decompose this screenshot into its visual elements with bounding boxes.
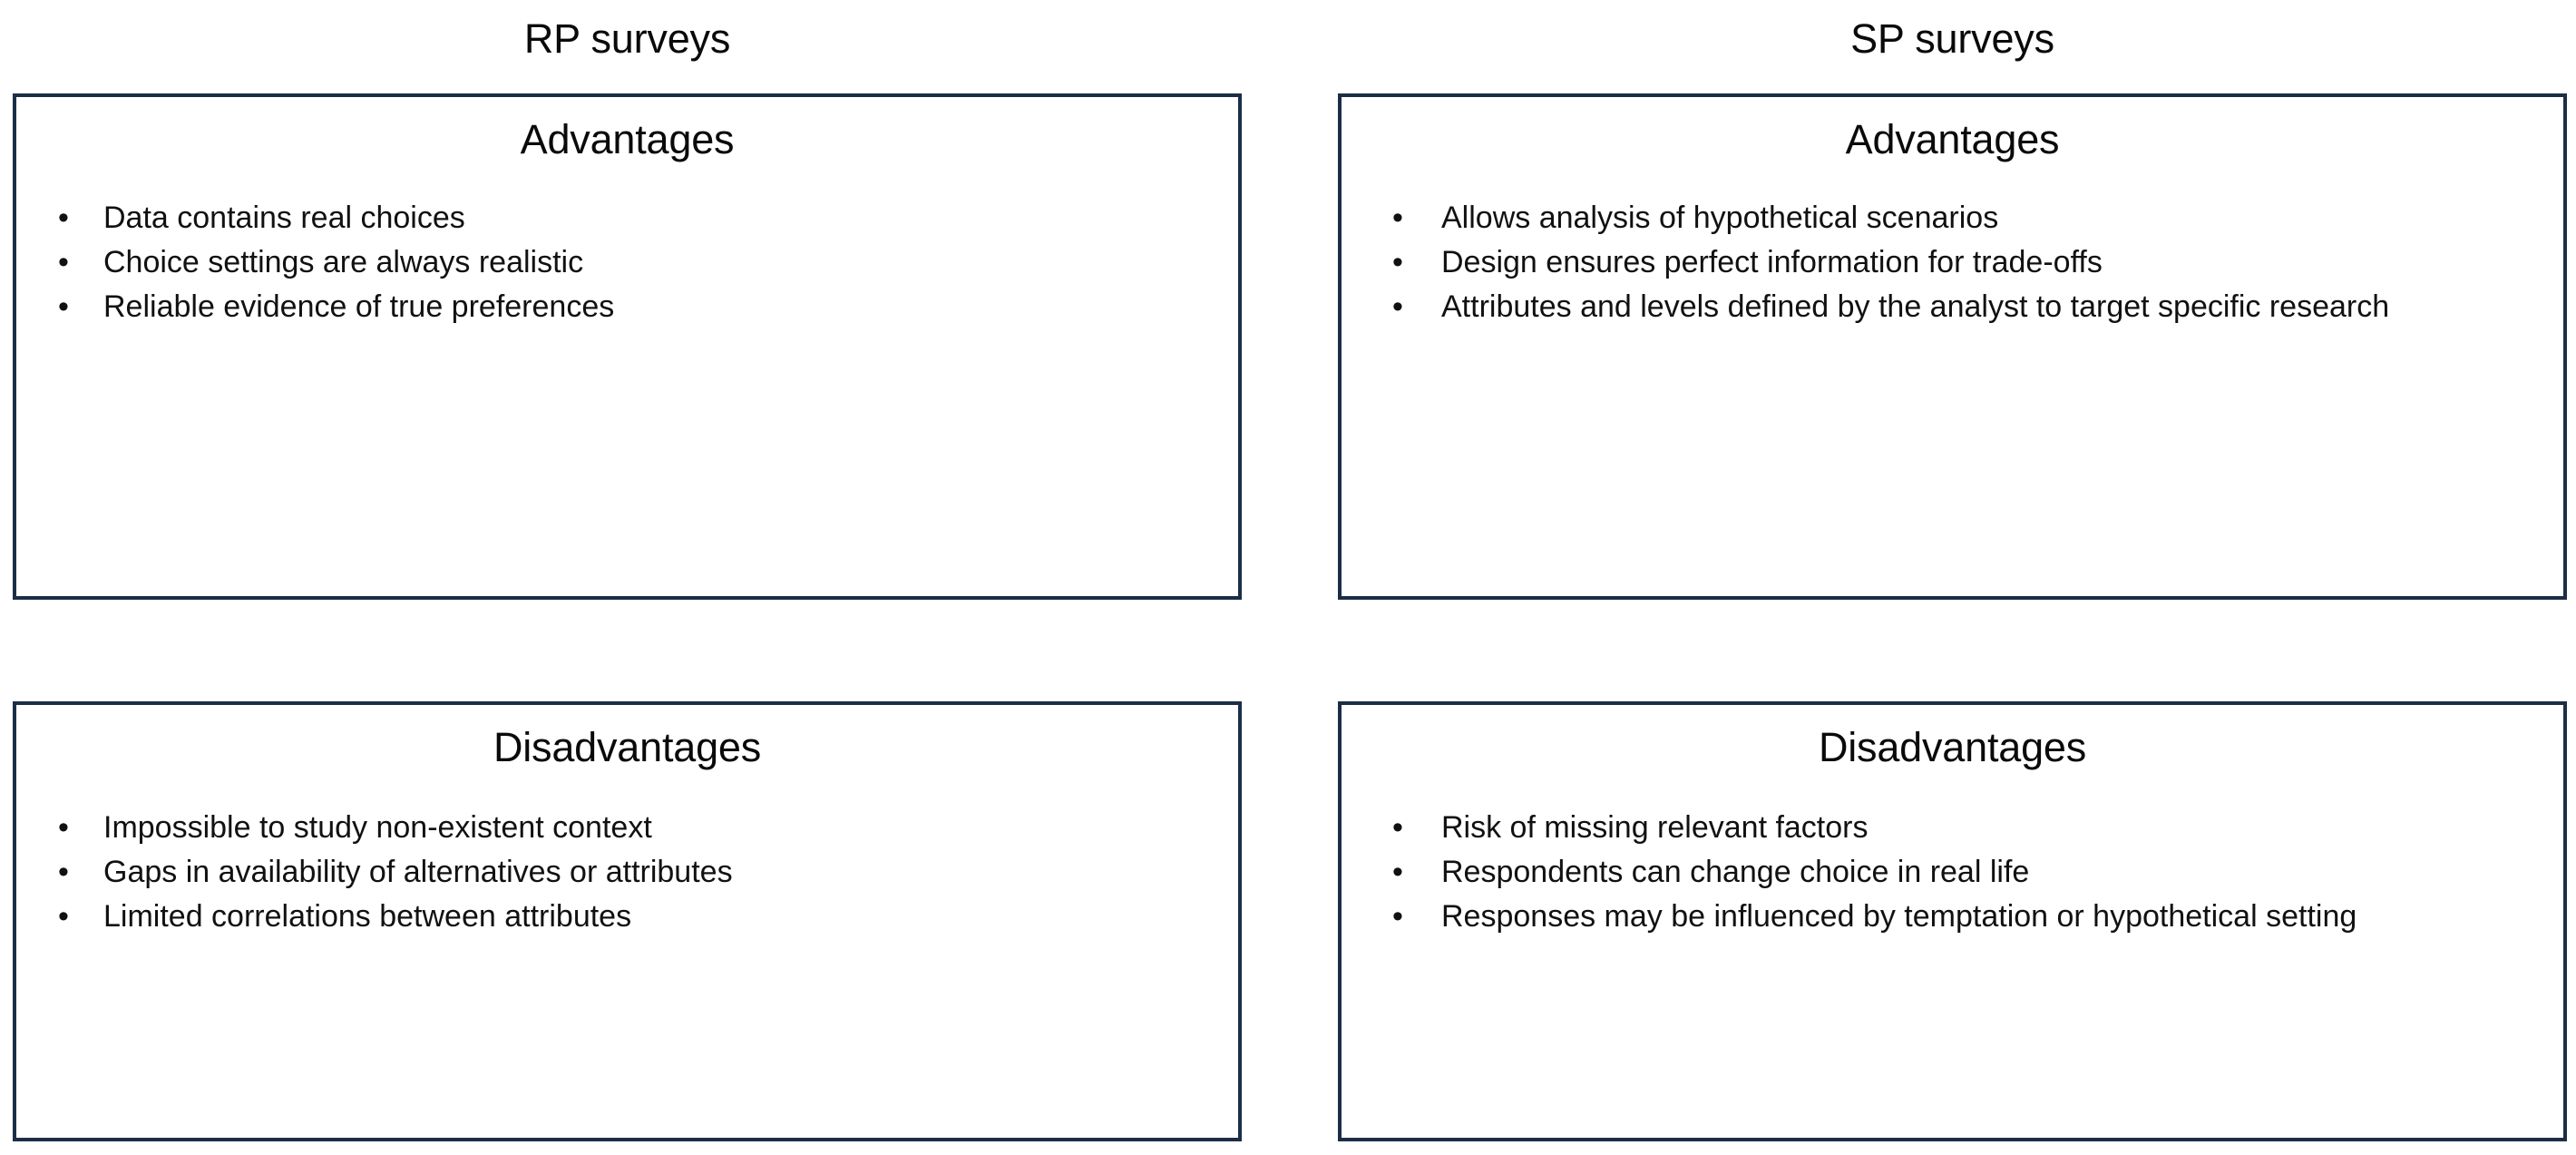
list-item: • Reliable evidence of true preferences bbox=[16, 285, 1238, 329]
column-rp-surveys: RP surveys Advantages • Data contains re… bbox=[13, 0, 1242, 1155]
list-item: • Design ensures perfect information for… bbox=[1342, 240, 2563, 285]
list-item: • Data contains real choices bbox=[16, 196, 1238, 240]
bullet-icon: • bbox=[1392, 245, 1403, 279]
bullet-icon: • bbox=[1392, 289, 1403, 324]
list-item: • Risk of missing relevant factors bbox=[1342, 806, 2563, 850]
rp-disadvantages-header: Disadvantages bbox=[493, 724, 762, 770]
bullet-icon: • bbox=[58, 245, 69, 279]
rp-disadvantages-list: • Impossible to study non-existent conte… bbox=[16, 774, 1238, 939]
list-item-text: Impossible to study non-existent context bbox=[103, 810, 652, 845]
list-item-text: Gaps in availability of alternatives or … bbox=[103, 855, 733, 889]
bullet-icon: • bbox=[1392, 855, 1403, 889]
column-title-sp: SP surveys bbox=[1850, 15, 2054, 62]
list-item: • Attributes and levels defined by the a… bbox=[1342, 285, 2563, 329]
list-item-text: Choice settings are always realistic bbox=[103, 245, 584, 279]
bullet-icon: • bbox=[58, 810, 69, 845]
bullet-icon: • bbox=[58, 289, 69, 324]
sp-disadvantages-header: Disadvantages bbox=[1818, 724, 2087, 770]
list-item-text: Respondents can change choice in real li… bbox=[1441, 855, 2030, 889]
list-item: • Limited correlations between attribute… bbox=[16, 895, 1238, 939]
sp-advantages-header: Advantages bbox=[1845, 116, 2060, 162]
bullet-icon: • bbox=[1392, 810, 1403, 845]
list-item-text: Attributes and levels defined by the ana… bbox=[1441, 289, 2390, 324]
sp-disadvantages-list: • Risk of missing relevant factors • Res… bbox=[1342, 774, 2563, 939]
list-item: • Responses may be influenced by temptat… bbox=[1342, 895, 2563, 939]
bullet-icon: • bbox=[1392, 899, 1403, 934]
list-item-text: Allows analysis of hypothetical scenario… bbox=[1441, 201, 1999, 235]
rp-advantages-header: Advantages bbox=[520, 116, 735, 162]
column-title-rp: RP surveys bbox=[523, 15, 731, 62]
sp-disadvantages-box: Disadvantages • Risk of missing relevant… bbox=[1338, 701, 2567, 1141]
list-item-text: Risk of missing relevant factors bbox=[1441, 810, 1869, 845]
sp-advantages-box: Advantages • Allows analysis of hypothet… bbox=[1338, 93, 2567, 600]
rp-disadvantages-box: Disadvantages • Impossible to study non-… bbox=[13, 701, 1242, 1141]
list-item: • Gaps in availability of alternatives o… bbox=[16, 850, 1238, 895]
bullet-icon: • bbox=[58, 201, 69, 235]
list-item: • Choice settings are always realistic bbox=[16, 240, 1238, 285]
list-item: • Impossible to study non-existent conte… bbox=[16, 806, 1238, 850]
bullet-icon: • bbox=[58, 855, 69, 889]
bullet-icon: • bbox=[58, 899, 69, 934]
list-item: • Respondents can change choice in real … bbox=[1342, 850, 2563, 895]
list-item: • Allows analysis of hypothetical scenar… bbox=[1342, 196, 2563, 240]
list-item-text: Data contains real choices bbox=[103, 201, 465, 235]
sp-advantages-list: • Allows analysis of hypothetical scenar… bbox=[1342, 166, 2563, 329]
column-sp-surveys: SP surveys Advantages • Allows analysis … bbox=[1338, 0, 2567, 1155]
list-item-text: Limited correlations between attributes bbox=[103, 899, 632, 934]
list-item-text: Responses may be influenced by temptatio… bbox=[1441, 899, 2357, 934]
rp-advantages-box: Advantages • Data contains real choices … bbox=[13, 93, 1242, 600]
rp-advantages-list: • Data contains real choices • Choice se… bbox=[16, 166, 1238, 329]
list-item-text: Reliable evidence of true preferences bbox=[103, 289, 615, 324]
bullet-icon: • bbox=[1392, 201, 1403, 235]
list-item-text: Design ensures perfect information for t… bbox=[1441, 245, 2103, 279]
